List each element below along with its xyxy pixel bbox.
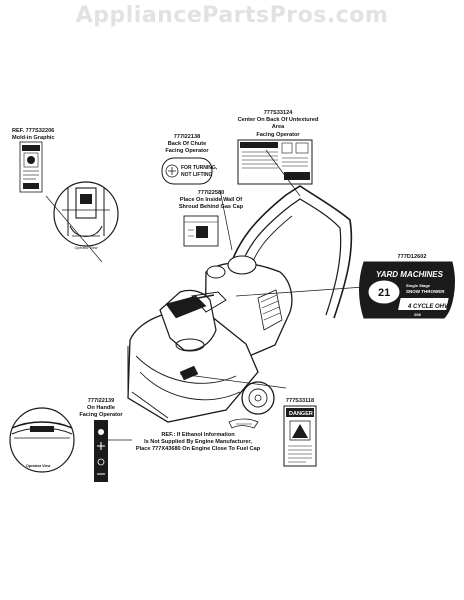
callout-777i22580-line3: Shroud Behind Gas Cap <box>178 204 244 211</box>
shroud-gas-cap-detail <box>183 215 219 247</box>
callout-777s33118-line1: 777S33118 <box>285 398 315 404</box>
brand-decal-engine: 4 CYCLE OHV <box>407 304 449 310</box>
operator-view-label: Operator View <box>26 464 51 468</box>
callout-ref-ethanol-line1: REF.: If Ethanol Information <box>161 432 235 438</box>
callout-777i22138-line3: Facing Operator <box>165 148 209 155</box>
snow-thrower-illustration <box>127 185 353 423</box>
callout-ref-777s32206-line1: REF. 777S32206 <box>12 128 55 134</box>
callout-ref-777s32206-line2: Mold-in Graphic <box>12 135 55 142</box>
callout-777i22139: 777I22139 On Handle Facing Operator <box>74 398 128 420</box>
yard-machines-brand-decal <box>359 261 455 319</box>
operator-view-small-label: Operator View <box>70 246 102 250</box>
callout-777i22138: 777I22138 Back Of Chute Facing Operator <box>146 134 228 156</box>
callout-777i22138-line2: Back Of Chute <box>167 141 207 148</box>
callout-777s33118: 777S33118 <box>278 398 322 405</box>
callout-ref-ethanol-line3: Place 777X43680 On Engine Close To Fuel … <box>135 446 261 453</box>
brand-decal-model-line2: SNOW THROWER <box>406 289 445 294</box>
chute-detail-circle <box>53 181 119 247</box>
callout-777i22580: 777I22580 Place On Inside Wall Of Shroud… <box>166 190 256 212</box>
callout-777s33124-line4: Facing Operator <box>256 131 300 138</box>
watermark: AppliancePartsPros.com <box>75 3 389 28</box>
callout-777d12602-line1: 777D12602 <box>397 254 427 260</box>
brand-decal-model-line1: Single Stage <box>406 283 431 288</box>
callout-777i22580-line2: Place On Inside Wall Of <box>179 197 243 204</box>
callout-777s33124-line3: Area <box>271 124 285 131</box>
brand-decal-brand: YARD MACHINES <box>376 270 444 279</box>
operator-view-small-text: Operator View <box>74 246 98 250</box>
callout-777i22138-line1: 777I22138 <box>173 134 201 140</box>
handle-control-decal <box>94 420 108 482</box>
callout-777i22580-line1: 777I22580 <box>197 190 225 196</box>
danger-decal-header: DANGER <box>289 411 313 417</box>
danger-label-decal <box>283 405 317 467</box>
warning-label-decal <box>237 139 313 185</box>
callout-777s33124: 777S33124 Center On Back Of Untextured A… <box>232 110 324 139</box>
callout-777i22139-line2: On Handle <box>87 405 115 412</box>
turning-decal <box>161 157 213 185</box>
turning-decal-line1: FOR TURNING, <box>181 165 218 171</box>
callout-777i22139-line3: Facing Operator <box>79 412 123 419</box>
callout-777s33124-line2: Center On Back Of Untextured <box>237 117 319 124</box>
callout-ref-777s32206: REF. 777S32206 Mold-in Graphic <box>12 128 55 142</box>
callout-777s33124-line1: 777S33124 <box>263 110 293 116</box>
brand-decal-cc: 208 <box>414 312 421 317</box>
mold-in-graphic-decal <box>19 141 43 193</box>
callout-ref-ethanol-line2: Is Not Supplied By Engine Manufacturer, <box>144 439 252 446</box>
callout-ref-ethanol: REF.: If Ethanol Information Is Not Supp… <box>118 432 278 454</box>
callout-777d12602: 777D12602 <box>382 254 442 261</box>
brand-decal-size: 21 <box>378 287 390 299</box>
turning-decal-line2: NOT LIFTING <box>181 172 212 178</box>
handle-operator-view-circle <box>9 407 75 473</box>
ethanol-info-decal <box>228 418 259 429</box>
callout-777i22139-line1: 777I22139 <box>87 398 115 404</box>
